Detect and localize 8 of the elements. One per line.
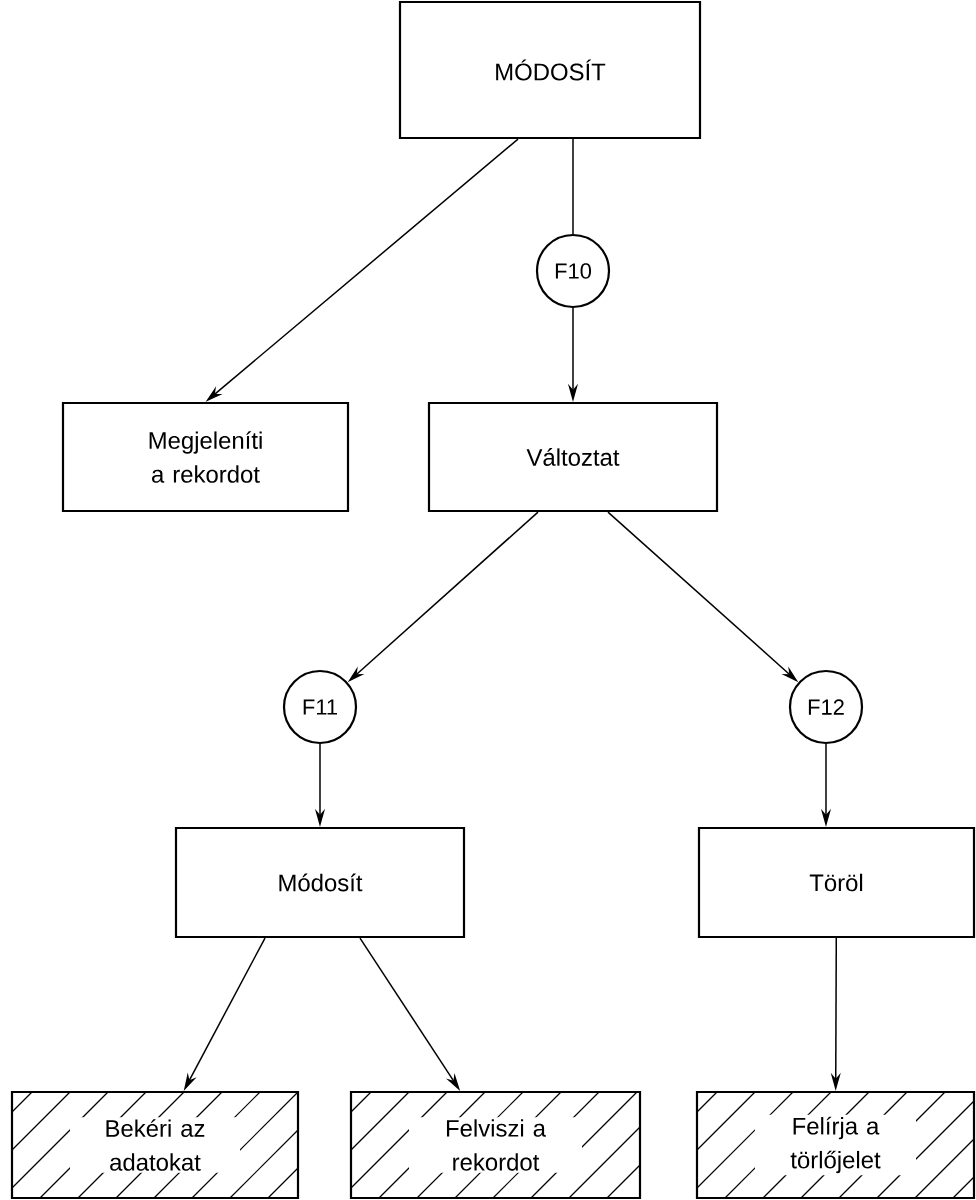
process-box: Megjeleníti a rekordot xyxy=(61,401,350,513)
process-box: Módosít xyxy=(174,826,466,939)
action-box: Bekéri az adatokat xyxy=(10,1090,300,1200)
process-box: MÓDOSÍT xyxy=(398,0,702,140)
process-box: Töröl xyxy=(697,826,976,939)
process-box: Változtat xyxy=(427,401,719,513)
action-box: Felírja a törlőjelet xyxy=(695,1090,976,1200)
action-box: Felviszi a rekordot xyxy=(349,1090,642,1200)
